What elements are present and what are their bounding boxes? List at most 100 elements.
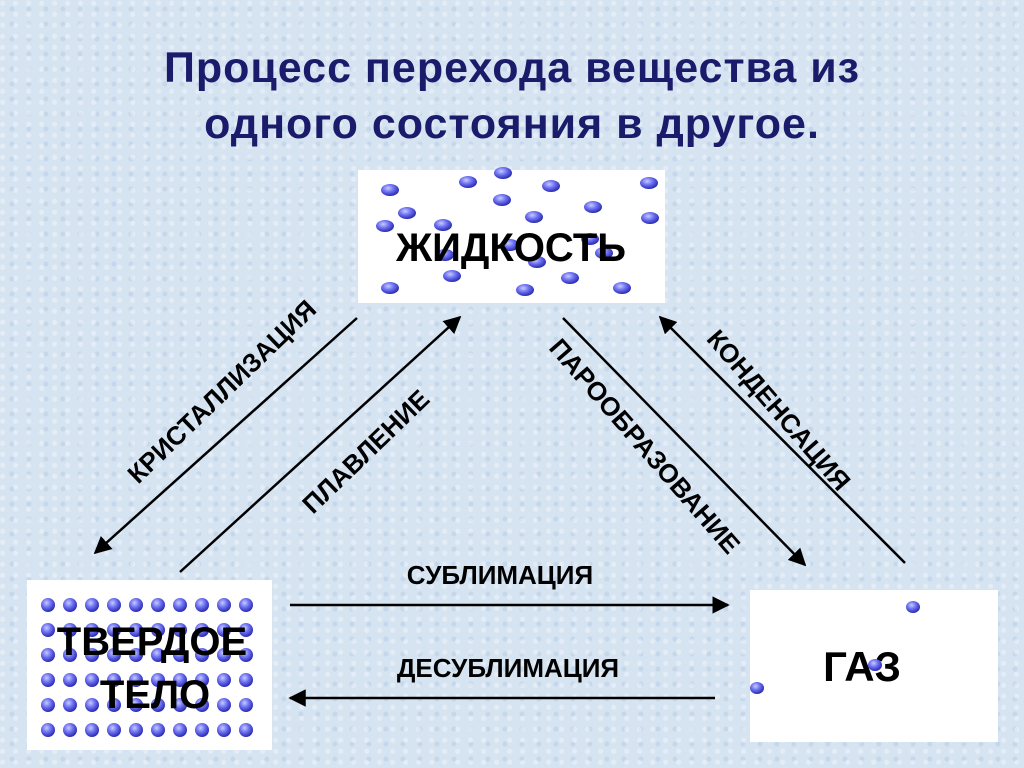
particle [63, 648, 77, 662]
particle [63, 673, 77, 687]
particle [195, 598, 209, 612]
condensation-label: КОНДЕНСАЦИЯ [701, 324, 857, 497]
vaporization-arrow [562, 317, 807, 567]
particle [641, 212, 659, 224]
particle [63, 598, 77, 612]
particle [85, 698, 99, 712]
particle [173, 723, 187, 737]
particle [494, 167, 512, 179]
particle [581, 233, 599, 245]
condensation-arrow [658, 315, 906, 564]
particle [129, 698, 143, 712]
desublimation-label: ДЕСУБЛИМАЦИЯ [397, 653, 619, 683]
particle [107, 698, 121, 712]
particle [173, 648, 187, 662]
particle [85, 623, 99, 637]
liquid-box: ЖИДКОСТЬ [358, 167, 665, 303]
particle [107, 673, 121, 687]
particle [398, 207, 416, 219]
particle [107, 723, 121, 737]
particle [528, 256, 546, 268]
particle [217, 723, 231, 737]
particle [217, 673, 231, 687]
melting-arrow [179, 315, 462, 573]
particle [107, 623, 121, 637]
particle [129, 673, 143, 687]
gas-label: ГАЗ [823, 643, 901, 690]
particle [195, 673, 209, 687]
crystallization-arrow [93, 317, 358, 555]
particle [195, 648, 209, 662]
solid-label-line-2: ТЕЛО [100, 673, 210, 717]
particle [151, 723, 165, 737]
particle [129, 723, 143, 737]
particle [41, 673, 55, 687]
solid-particles [41, 598, 253, 737]
particle [41, 598, 55, 612]
particle [493, 194, 511, 206]
particle [63, 623, 77, 637]
particle [868, 659, 882, 671]
title-line-2: одного состояния в другое. [204, 100, 820, 148]
particle [85, 648, 99, 662]
particle [41, 723, 55, 737]
particle [41, 623, 55, 637]
particle [376, 220, 394, 232]
vaporization-label: ПАРООБРАЗОВАНИЕ [543, 333, 746, 560]
particle [151, 673, 165, 687]
particle [217, 623, 231, 637]
particle [501, 239, 519, 251]
particle [443, 270, 461, 282]
particle [381, 184, 399, 196]
liquid-particles [376, 167, 659, 296]
particle [436, 249, 454, 261]
particle [173, 698, 187, 712]
particle [239, 698, 253, 712]
particle [85, 723, 99, 737]
particle [195, 698, 209, 712]
particle [217, 698, 231, 712]
particle [173, 623, 187, 637]
gas-particles [750, 601, 920, 694]
particle [151, 648, 165, 662]
particle [239, 598, 253, 612]
crystallization-label: КРИСТАЛЛИЗАЦИЯ [121, 294, 322, 489]
title-line-1: Процесс перехода вещества из [163, 44, 861, 92]
particle [906, 601, 920, 613]
particle [239, 673, 253, 687]
particle [195, 623, 209, 637]
solid-label-line-1: ТВЕРДОЕ [57, 620, 247, 664]
particle [750, 682, 764, 694]
particle [63, 723, 77, 737]
particle [173, 598, 187, 612]
particle [640, 177, 658, 189]
liquid-label: ЖИДКОСТЬ [395, 226, 626, 270]
particle [434, 219, 452, 231]
particle [613, 282, 631, 294]
particle [525, 211, 543, 223]
particle [584, 201, 602, 213]
particle [41, 648, 55, 662]
particle [239, 623, 253, 637]
particle [151, 598, 165, 612]
particle [129, 623, 143, 637]
slide-title: Процесс перехода вещества из одного сост… [0, 40, 1024, 152]
particle [85, 673, 99, 687]
solid-box: ТВЕРДОЕ ТЕЛО [27, 580, 272, 750]
particle [151, 623, 165, 637]
particle [107, 648, 121, 662]
particle [239, 648, 253, 662]
particle [85, 598, 99, 612]
particle [595, 247, 613, 259]
particle [516, 284, 534, 296]
particle [173, 673, 187, 687]
particle [129, 648, 143, 662]
particle [459, 176, 477, 188]
particle [217, 648, 231, 662]
sublimation-label: СУБЛИМАЦИЯ [407, 560, 593, 590]
gas-box: ГАЗ [750, 590, 998, 742]
particle [151, 698, 165, 712]
particle [239, 723, 253, 737]
particle [63, 698, 77, 712]
